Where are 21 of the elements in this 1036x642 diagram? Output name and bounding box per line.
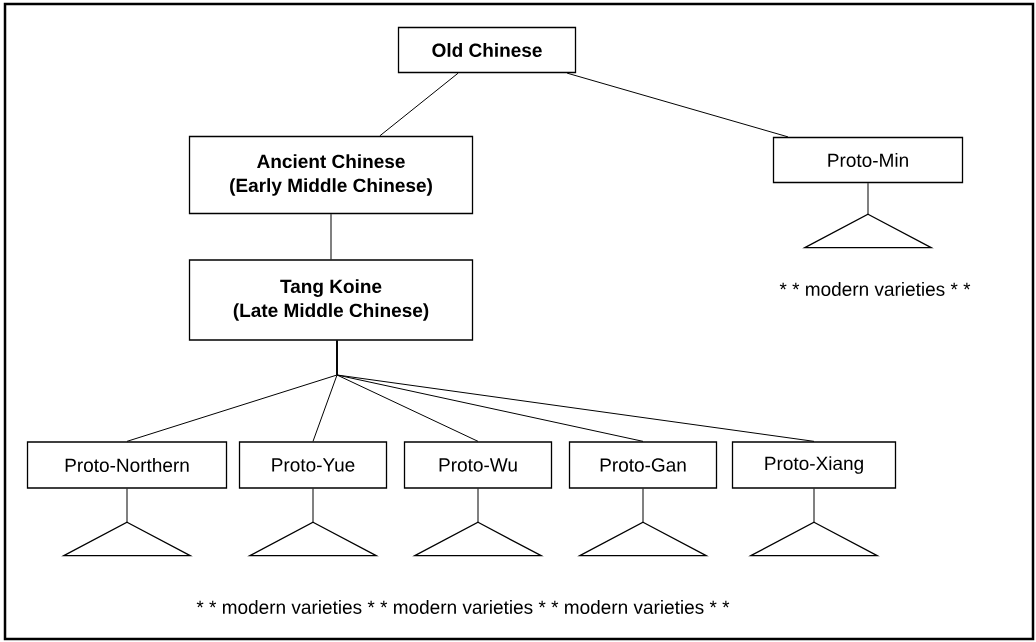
connector <box>642 488 644 523</box>
language-box: Proto-Wu <box>403 441 553 489</box>
note-text: * * modern varieties * * modern varieties * * modern varieties * * <box>196 600 730 614</box>
connector <box>477 488 479 523</box>
connector <box>867 182 869 215</box>
language-box: Old Chinese <box>397 26 577 74</box>
language-box: Proto-Xiang <box>731 441 897 489</box>
language-box: Tang Koine (Late Middle Chinese) <box>188 259 474 341</box>
language-box: Proto-Min <box>772 136 964 184</box>
connector <box>813 488 815 523</box>
note-text: * * modern varieties * * <box>779 282 971 296</box>
language-box: Proto-Northern <box>26 441 228 489</box>
connector <box>126 488 128 523</box>
language-box: Proto-Yue <box>238 441 388 489</box>
connector <box>566 72 789 138</box>
connector <box>336 340 815 442</box>
connector <box>312 488 314 523</box>
connector <box>379 72 459 137</box>
connector <box>330 213 332 260</box>
language-box: Ancient Chinese (Early Middle Chinese) <box>188 135 474 215</box>
language-box: Proto-Gan <box>568 441 718 489</box>
